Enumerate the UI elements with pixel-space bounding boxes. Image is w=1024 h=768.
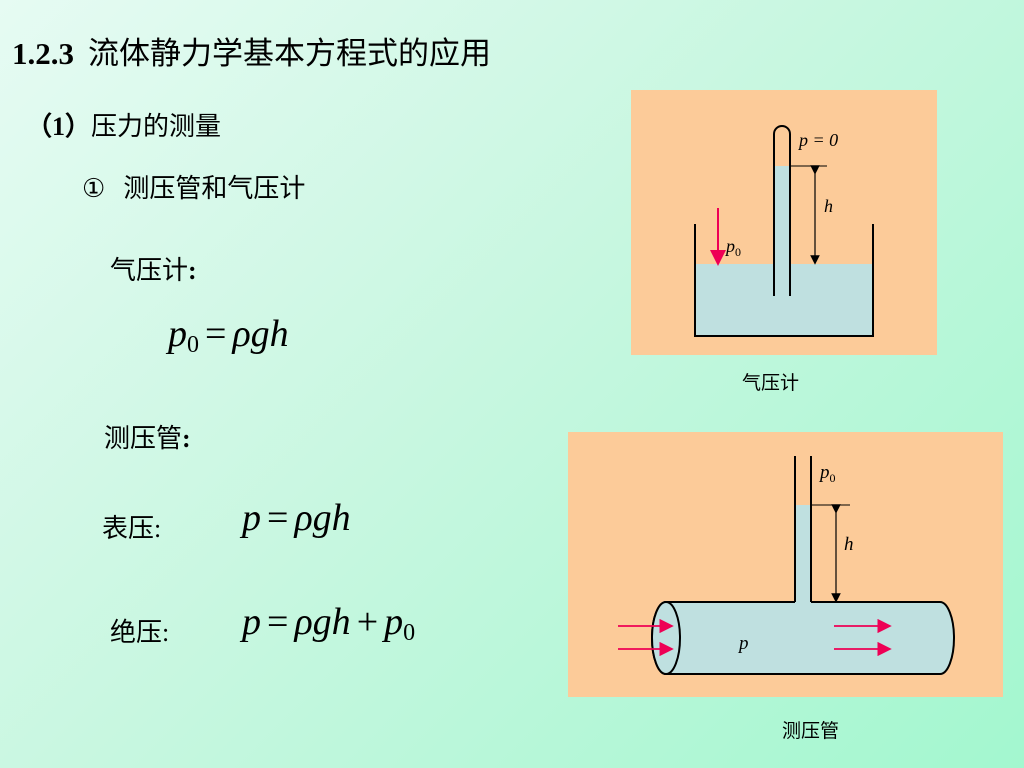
piezometer-diagram: p0 h p — [618, 456, 955, 675]
gauge-pressure-label: 表压: — [102, 514, 162, 543]
pressure-label-sub: 0 — [735, 245, 741, 259]
piezo-top-label: p0 — [818, 462, 836, 485]
abs-rhs: ρgh — [294, 601, 351, 643]
pipe-body — [651, 601, 955, 675]
piezometer-figure: p0 h p — [568, 432, 1003, 697]
barometer-formula: p0=ρgh — [168, 312, 289, 359]
formula-lhs-sub: 0 — [187, 332, 199, 358]
barometer-diagram: p = 0 h p0 — [694, 125, 874, 337]
barometer-figure: p = 0 h p0 — [631, 90, 937, 355]
formula-rhs: ρgh — [232, 313, 289, 355]
section-heading: （1）压力的测量 — [26, 106, 221, 143]
page-title: 1.2.3 流体静力学基本方程式的应用 — [12, 28, 491, 73]
gauge-rhs: ρgh — [294, 497, 351, 539]
abs-plus: + — [356, 601, 379, 643]
height-label: h — [824, 196, 833, 216]
absolute-pressure-label: 绝压: — [110, 618, 170, 647]
barometer-label-colon: : — [188, 256, 197, 285]
pipe-pressure-label: p — [737, 633, 749, 654]
subsection-text: 测压管和气压计 — [123, 174, 306, 204]
pressure-label: p0 — [724, 236, 741, 259]
subsection-heading: ① 测压管和气压计 — [82, 168, 305, 205]
gauge-eq: = — [267, 497, 289, 539]
tube-liquid — [774, 166, 790, 266]
pressure-label-main: p — [724, 236, 735, 256]
barometer-label-text: 气压计 — [110, 256, 189, 286]
abs-p0-sub: 0 — [403, 620, 416, 646]
formula-lhs: p — [168, 313, 187, 355]
piezo-top-main: p — [818, 462, 830, 483]
piezometer-caption: 测压管 — [782, 720, 840, 742]
piezo-top-sub: 0 — [830, 471, 836, 485]
basin-outline — [694, 224, 874, 337]
formula-eq: = — [205, 313, 227, 355]
abs-eq: = — [267, 601, 289, 643]
title-number: 1.2.3 — [12, 36, 74, 71]
gauge-lhs: p — [242, 497, 261, 539]
subsection-marker: ① — [82, 174, 106, 204]
top-label-text: p = 0 — [797, 130, 838, 150]
piezo-height-label: h — [844, 534, 854, 555]
top-label: p = 0 — [797, 130, 838, 150]
barometer-label: 气压计: — [110, 250, 197, 287]
piezometer-label-colon: : — [182, 424, 191, 453]
basin-liquid — [695, 264, 873, 336]
barometer-caption: 气压计 — [742, 372, 800, 394]
piezometer-label-text: 测压管 — [104, 424, 183, 454]
section-text: 压力的测量 — [91, 112, 222, 142]
title-text: 流体静力学基本方程式的应用 — [88, 36, 491, 72]
barometer-tube — [773, 125, 791, 296]
gauge-pressure-formula: p=ρgh — [242, 496, 351, 540]
abs-p0: p — [384, 601, 404, 643]
section-marker: （1） — [26, 112, 92, 141]
piezometer-label: 测压管: — [104, 418, 191, 455]
abs-lhs: p — [242, 601, 261, 643]
absolute-pressure-formula: p=ρgh+p0 — [242, 600, 415, 647]
piezo-tube-liquid — [795, 505, 811, 604]
pipe-end — [651, 601, 681, 675]
